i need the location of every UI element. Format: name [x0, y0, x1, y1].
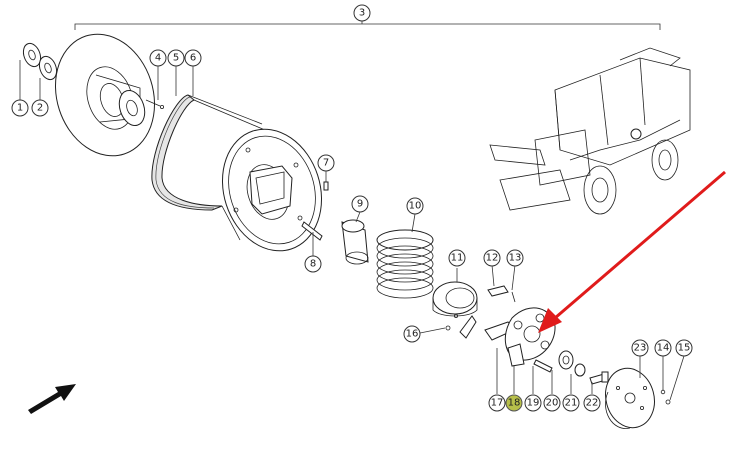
svg-text:17: 17: [491, 398, 504, 409]
svg-text:14: 14: [657, 343, 670, 354]
svg-text:4: 4: [155, 53, 161, 64]
cam-ring-part-11: [432, 268, 478, 317]
pin-part-8: [301, 221, 323, 256]
combine-harvester-illustration: [489, 47, 691, 215]
svg-text:23: 23: [634, 343, 647, 354]
callout-13[interactable]: 13: [506, 249, 524, 267]
flyweight-hub-part-18: [504, 307, 556, 367]
svg-text:20: 20: [546, 398, 559, 409]
callout-15[interactable]: 15: [675, 339, 693, 357]
pin-part-16: [419, 313, 458, 334]
svg-text:7: 7: [323, 158, 329, 169]
callout-6[interactable]: 6: [184, 49, 202, 67]
callout-leaders: [19, 60, 685, 401]
bolt-part-7: [323, 170, 329, 191]
callout-14[interactable]: 14: [654, 339, 672, 357]
callout-1[interactable]: 1: [11, 99, 29, 117]
svg-text:21: 21: [565, 398, 578, 409]
bushing-part-9: [341, 211, 369, 265]
pulley-disk-right: [221, 128, 323, 252]
svg-text:9: 9: [357, 199, 363, 210]
spring-part-10: [376, 213, 434, 299]
screw-part-15: [665, 399, 671, 405]
clip-part-12: [487, 264, 509, 297]
callout-4[interactable]: 4: [149, 49, 167, 67]
callout-22[interactable]: 22: [583, 394, 601, 412]
svg-text:10: 10: [409, 201, 422, 212]
callout-7[interactable]: 7: [317, 154, 335, 172]
washer-part-21: [574, 363, 586, 377]
pulley-disk-left: [54, 33, 164, 157]
svg-text:13: 13: [509, 253, 522, 264]
callout-5[interactable]: 5: [167, 49, 185, 67]
svg-text:8: 8: [310, 259, 316, 270]
svg-text:11: 11: [451, 253, 464, 264]
callout-17[interactable]: 17: [488, 394, 506, 412]
bushing-part-20: [558, 350, 574, 370]
bolt-part-22: [589, 371, 609, 385]
callout-8[interactable]: 8: [304, 255, 322, 273]
svg-text:16: 16: [406, 329, 419, 340]
svg-text:2: 2: [37, 103, 43, 114]
callout-21[interactable]: 21: [562, 394, 580, 412]
callout-label-3: 3: [359, 8, 365, 19]
bolt-part-19: [533, 359, 553, 373]
callout-18[interactable]: 18: [505, 394, 523, 412]
pointer-arrow: [538, 170, 726, 333]
washer-part-1: [22, 42, 42, 68]
svg-text:15: 15: [678, 343, 691, 354]
svg-text:5: 5: [173, 53, 179, 64]
callout-11[interactable]: 11: [448, 249, 466, 267]
svg-text:18: 18: [508, 398, 521, 409]
callout-23[interactable]: 23: [631, 339, 649, 357]
svg-text:1: 1: [17, 103, 23, 114]
v-belt-part-6: [151, 94, 266, 241]
callout-19[interactable]: 19: [524, 394, 542, 412]
callout-16[interactable]: 16: [403, 325, 421, 343]
assembly-bracket: [74, 21, 661, 30]
callout-20[interactable]: 20: [543, 394, 561, 412]
svg-text:22: 22: [586, 398, 599, 409]
callout-3[interactable]: 3: [353, 4, 371, 22]
pin-part-13: [511, 264, 516, 303]
pin-part-14: [660, 389, 666, 395]
callout-10[interactable]: 10: [406, 197, 424, 215]
orientation-arrow: [28, 384, 76, 414]
callout-2[interactable]: 2: [31, 99, 49, 117]
washer-part-2: [38, 55, 58, 81]
cam-plate-part: [459, 315, 515, 341]
callout-9[interactable]: 9: [351, 195, 369, 213]
svg-text:6: 6: [190, 53, 196, 64]
pulley-cover-part-23: [605, 367, 655, 429]
svg-text:19: 19: [527, 398, 540, 409]
callout-12[interactable]: 12: [483, 249, 501, 267]
svg-text:12: 12: [486, 253, 499, 264]
